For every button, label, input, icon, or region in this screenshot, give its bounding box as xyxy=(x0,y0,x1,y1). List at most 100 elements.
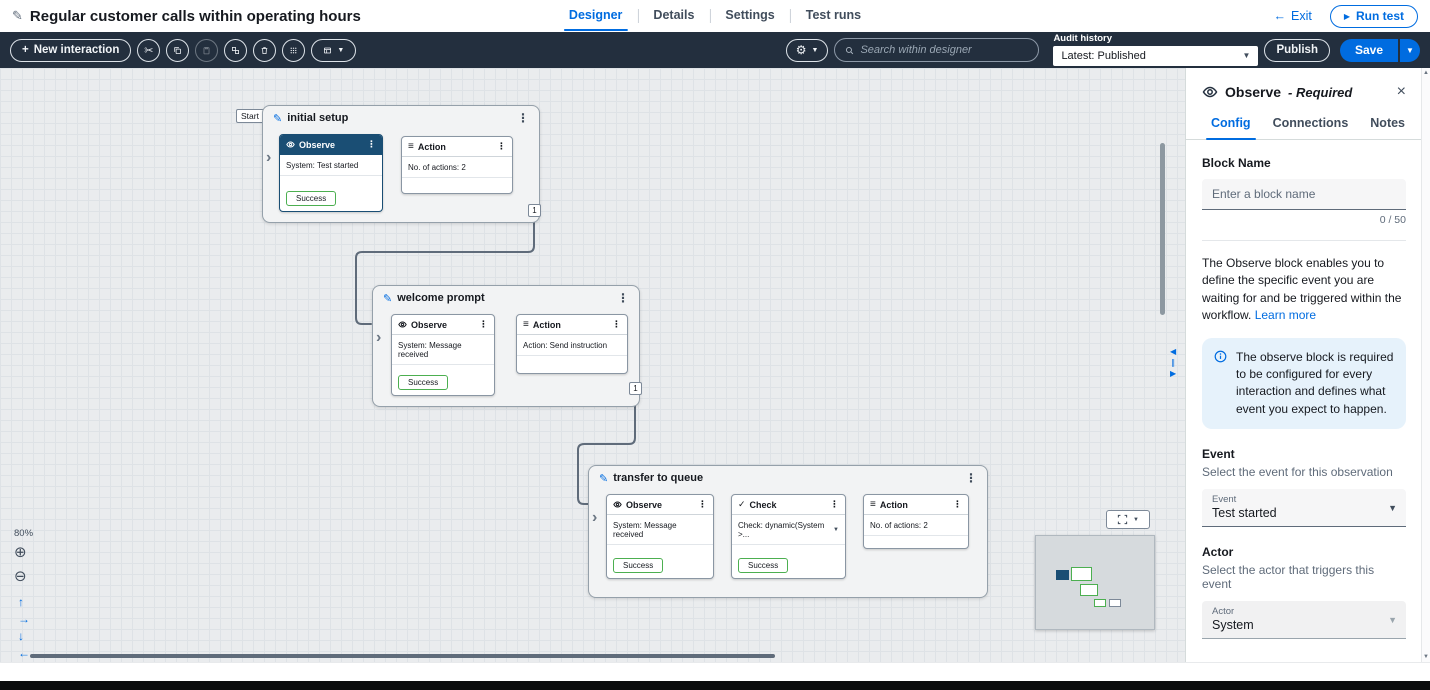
tab-designer[interactable]: Designer xyxy=(554,0,638,32)
panel-resize-handle[interactable]: ◀ ∥ ▶ xyxy=(1170,348,1176,378)
connector-port[interactable]: 1 xyxy=(528,204,541,217)
group-header: ✎ welcome prompt ⋮ xyxy=(373,286,639,308)
clipboard-icon xyxy=(202,46,211,55)
resize-grip-icon[interactable]: ∥ xyxy=(1171,359,1175,367)
pan-down-button[interactable]: ↓ xyxy=(18,630,24,642)
delete-button[interactable] xyxy=(253,39,276,62)
kebab-icon[interactable]: ⋮ xyxy=(612,319,621,330)
copy-button[interactable] xyxy=(166,39,189,62)
pencil-icon[interactable]: ✎ xyxy=(383,292,392,305)
scroll-up-icon[interactable]: ▲ xyxy=(1423,70,1429,76)
audit-history: Audit history Latest: Published ▼ xyxy=(1053,34,1258,66)
drag-handle-button[interactable] xyxy=(282,39,305,62)
tab-notes[interactable]: Notes xyxy=(1359,108,1416,139)
settings-dropdown-button[interactable]: ⚙ ▼ xyxy=(786,39,829,62)
success-chip[interactable]: Success xyxy=(738,558,788,573)
cut-button[interactable]: ✂ xyxy=(137,39,160,62)
pencil-icon[interactable]: ✎ xyxy=(12,8,23,24)
action-block[interactable]: ≡ Action ⋮ No. of actions: 2 xyxy=(863,494,969,549)
success-chip[interactable]: Success xyxy=(286,191,336,206)
panel-tabs: Config Connections Notes xyxy=(1186,108,1422,140)
paste-button[interactable] xyxy=(195,39,218,62)
block-header: Observe ⋮ xyxy=(392,315,494,335)
kebab-icon[interactable]: ⋮ xyxy=(517,111,529,125)
exit-link[interactable]: ← Exit xyxy=(1274,9,1312,23)
minimap-block xyxy=(1094,599,1106,607)
connector-port[interactable]: 1 xyxy=(629,382,642,395)
pencil-icon[interactable]: ✎ xyxy=(273,112,282,125)
designer-search xyxy=(834,38,1039,62)
success-chip[interactable]: Success xyxy=(398,375,448,390)
block-name-input[interactable] xyxy=(1202,179,1406,210)
page-scrollbar[interactable]: ▲ ▼ xyxy=(1421,68,1430,662)
search-input[interactable] xyxy=(860,44,1028,56)
eye-icon xyxy=(1202,84,1218,100)
collapse-left-icon[interactable]: ◀ xyxy=(1170,348,1176,356)
tab-test-runs[interactable]: Test runs xyxy=(791,0,876,32)
pencil-icon[interactable]: ✎ xyxy=(599,472,608,485)
flow-group-welcome-prompt[interactable]: ✎ welcome prompt ⋮ › Observe ⋮ System: M… xyxy=(372,285,640,407)
observe-block[interactable]: Observe ⋮ System: Test started Success xyxy=(279,134,383,212)
save-split-button: Save ▼ xyxy=(1340,39,1420,62)
group-blocks-button[interactable] xyxy=(224,39,247,62)
scroll-down-icon[interactable]: ▼ xyxy=(1423,654,1429,660)
chevron-down-icon[interactable]: ▼ xyxy=(833,527,839,533)
kebab-icon[interactable]: ⋮ xyxy=(617,291,629,305)
block-title: Action xyxy=(418,142,446,152)
close-icon[interactable]: × xyxy=(1397,84,1406,100)
event-select[interactable]: Event Test started ▼ xyxy=(1202,489,1406,527)
kebab-icon[interactable]: ⋮ xyxy=(953,499,962,510)
new-interaction-button[interactable]: + New interaction xyxy=(10,39,131,62)
observe-block[interactable]: Observe ⋮ System: Message received Succe… xyxy=(606,494,714,579)
pan-left-button[interactable]: ← xyxy=(18,647,30,659)
audit-history-select[interactable]: Latest: Published ▼ xyxy=(1053,46,1258,66)
tab-details[interactable]: Details xyxy=(638,0,709,32)
check-block[interactable]: ✓ Check ⋮ Check: dynamic(System >... ▼ S… xyxy=(731,494,846,579)
action-block[interactable]: ≡ Action ⋮ Action: Send instruction xyxy=(516,314,628,374)
char-counter: 0 / 50 xyxy=(1202,214,1406,226)
save-dropdown-button[interactable]: ▼ xyxy=(1398,39,1420,62)
block-summary: Action: Send instruction xyxy=(517,335,627,356)
actor-select[interactable]: Actor System ▼ xyxy=(1202,601,1406,639)
chevron-down-icon: ▼ xyxy=(1133,517,1139,523)
pan-up-button[interactable]: ↑ xyxy=(18,596,24,608)
kebab-icon[interactable]: ⋮ xyxy=(965,471,977,485)
arrow-down-icon: ↓ xyxy=(18,629,24,643)
audit-history-label: Audit history xyxy=(1053,34,1258,44)
flow-group-initial-setup[interactable]: ✎ initial setup ⋮ › Observe ⋮ System: Te… xyxy=(262,105,540,223)
zoom-in-button[interactable]: ⊕ xyxy=(14,545,27,560)
layout-dropdown-button[interactable]: ▼ xyxy=(311,39,356,62)
arrow-right-icon: → xyxy=(18,612,30,626)
tab-connections[interactable]: Connections xyxy=(1262,108,1360,139)
publish-button[interactable]: Publish xyxy=(1264,39,1330,62)
learn-more-link[interactable]: Learn more xyxy=(1255,308,1316,322)
tab-settings[interactable]: Settings xyxy=(710,0,789,32)
kebab-icon[interactable]: ⋮ xyxy=(367,139,376,150)
action-block[interactable]: ≡ Action ⋮ No. of actions: 2 xyxy=(401,136,513,194)
eye-icon xyxy=(286,140,295,149)
observe-block[interactable]: Observe ⋮ System: Message received Succe… xyxy=(391,314,495,396)
canvas-vertical-scrollbar[interactable] xyxy=(1160,143,1165,315)
fit-view-button[interactable]: ▼ xyxy=(1106,510,1150,529)
flow-group-transfer-to-queue[interactable]: ✎ transfer to queue ⋮ › Observe ⋮ System… xyxy=(588,465,988,598)
kebab-icon[interactable]: ⋮ xyxy=(497,141,506,152)
divider xyxy=(1202,240,1406,241)
success-chip[interactable]: Success xyxy=(613,558,663,573)
actor-section-label: Actor xyxy=(1202,545,1406,559)
tab-config[interactable]: Config xyxy=(1200,108,1262,139)
kebab-icon[interactable]: ⋮ xyxy=(479,319,488,330)
collapse-right-icon[interactable]: ▶ xyxy=(1170,370,1176,378)
minimap[interactable] xyxy=(1035,535,1155,630)
flow-canvas[interactable]: Start ✎ initial setup ⋮ › Observe ⋮ Syst… xyxy=(0,68,1185,662)
block-summary: System: Message received xyxy=(392,335,494,365)
run-test-button[interactable]: ▶ Run test xyxy=(1330,5,1418,28)
panel-title: Observe xyxy=(1225,84,1281,100)
actor-field-value: System xyxy=(1212,618,1382,632)
pan-right-button[interactable]: → xyxy=(18,613,30,625)
save-button[interactable]: Save xyxy=(1340,39,1398,62)
kebab-icon[interactable]: ⋮ xyxy=(830,499,839,510)
block-name-label: Block Name xyxy=(1202,156,1406,170)
zoom-out-button[interactable]: ⊖ xyxy=(14,569,27,584)
canvas-horizontal-scrollbar[interactable] xyxy=(30,654,775,658)
kebab-icon[interactable]: ⋮ xyxy=(698,499,707,510)
